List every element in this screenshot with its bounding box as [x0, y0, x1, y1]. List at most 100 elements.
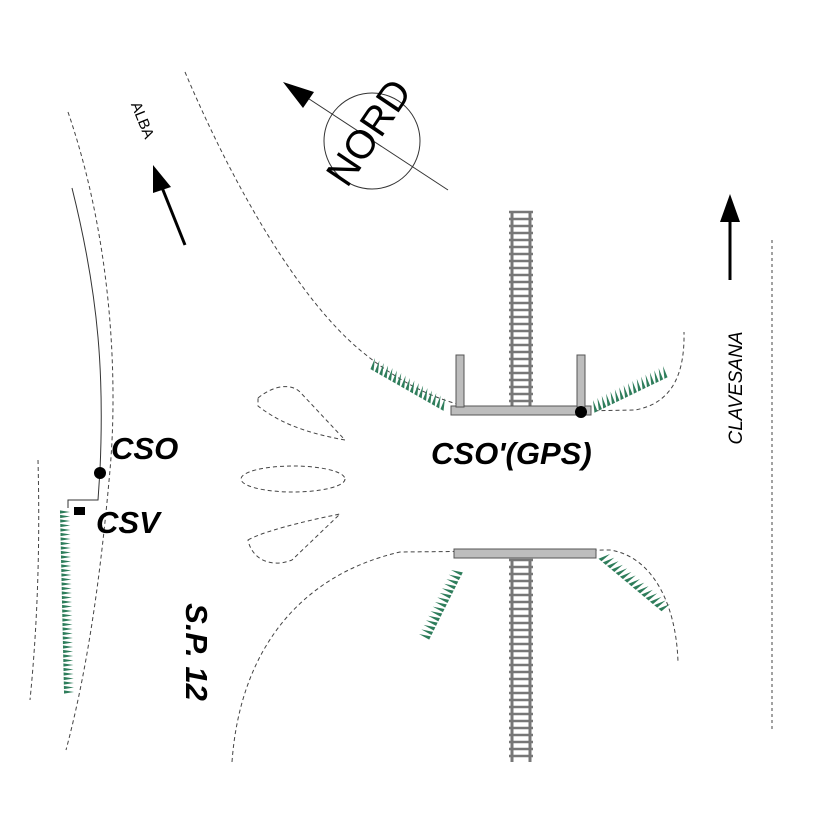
embankment-tick	[61, 591, 72, 595]
embankment-tick	[61, 600, 72, 604]
embankment-tick	[409, 380, 415, 394]
embankment-tick	[437, 597, 450, 604]
embankment-tick	[61, 577, 72, 582]
embankment-tick	[431, 393, 437, 406]
embankment-tick	[392, 370, 397, 384]
embankment-tick	[446, 579, 459, 585]
embankment-tick	[63, 663, 74, 667]
embankment-tick	[63, 667, 74, 672]
embankment-tick	[62, 640, 73, 645]
embankment-tick	[63, 654, 74, 658]
embankment-tick	[60, 523, 71, 528]
embankment-tick	[658, 604, 670, 612]
embankment-tick	[396, 373, 402, 386]
embankment-tick	[61, 586, 72, 591]
embankment-tick	[607, 561, 619, 569]
railway-track-south	[509, 558, 533, 762]
embankment-tick	[628, 579, 640, 587]
left-outer-edge	[65, 111, 114, 751]
csv-label: CSV	[96, 505, 162, 540]
embankment-tick	[649, 596, 662, 605]
embankment-tick	[448, 574, 461, 581]
embankment-tick	[61, 564, 72, 568]
embankment-tick	[62, 627, 73, 631]
cso-gps-label: CSO'(GPS)	[431, 436, 592, 471]
embankment-tick	[387, 368, 393, 381]
embankment-tick	[632, 582, 645, 590]
embankment-tick	[370, 358, 375, 371]
embankment-tick	[63, 681, 74, 685]
bridge-wing-left	[455, 354, 465, 408]
embankment-tick	[422, 388, 428, 401]
embankment-tick	[62, 631, 73, 636]
embankment-tick	[61, 568, 72, 573]
embankment-tick	[60, 532, 71, 537]
embankment-tick	[61, 573, 72, 577]
embankment-tick	[632, 380, 637, 394]
embankment-tick	[62, 609, 73, 613]
embankment-tick	[611, 564, 623, 572]
embankment-tick	[63, 685, 74, 690]
embankment-tick	[440, 398, 445, 411]
compass-circle-icon: NORD	[283, 72, 449, 194]
embankment-tick	[418, 385, 424, 399]
embankment-tick	[61, 559, 72, 564]
embankment-tick	[425, 620, 438, 626]
embankment-tick	[614, 389, 620, 403]
embankment-tick	[602, 557, 615, 565]
embankment-tick	[419, 634, 431, 640]
embankment-tick	[641, 376, 646, 390]
clavesana-arrow-icon	[720, 194, 740, 280]
railway-track-north	[509, 210, 533, 406]
embankment-tick	[654, 370, 659, 383]
embankment-tick	[59, 510, 70, 514]
embankment-tick	[60, 541, 71, 546]
traffic-islands	[240, 386, 347, 564]
embankment-tick	[374, 360, 380, 374]
embankment-hatching	[59, 358, 670, 694]
embankment-tick	[636, 378, 642, 392]
cso-gps-point-icon	[575, 406, 587, 418]
direction-arrow-icon	[153, 165, 187, 246]
embankment-tick	[62, 636, 73, 640]
embankment-tick	[441, 588, 454, 594]
embankment-tick	[62, 613, 73, 618]
embankment-tick	[645, 374, 651, 388]
clavesana-label: CLAVESANA	[726, 332, 747, 445]
embankment-tick	[432, 606, 445, 613]
embankment-tick	[423, 624, 436, 631]
embankment-tick	[606, 393, 611, 407]
cso-point-icon	[94, 467, 106, 479]
embankment-tick	[658, 368, 664, 381]
embankment-tick	[439, 592, 452, 599]
embankment-tick	[379, 363, 384, 376]
embankment-tick	[60, 514, 71, 519]
embankment-tick	[649, 372, 655, 386]
bridge-wing-right	[576, 354, 586, 408]
embankment-tick	[405, 378, 410, 391]
embankment-tick	[619, 387, 624, 400]
embankment-tick	[60, 528, 71, 532]
alba-label: ALBA	[127, 99, 157, 141]
embankment-tick	[60, 555, 71, 559]
embankment-tick	[637, 586, 649, 594]
embankment-tick	[427, 390, 432, 404]
left-far-edge	[29, 459, 40, 701]
embankment-tick	[383, 365, 389, 379]
embankment-tick	[593, 400, 598, 413]
embankment-tick	[623, 385, 629, 398]
north-arrow-head-icon	[283, 82, 314, 108]
embankment-tick	[61, 595, 72, 600]
embankment-tick	[61, 582, 72, 586]
embankment-tick	[401, 375, 406, 389]
road-edges	[29, 71, 685, 763]
upper-bridge	[450, 354, 592, 416]
embankment-tick	[598, 554, 610, 562]
embankment-tick	[63, 672, 74, 676]
embankment-tick	[615, 568, 628, 576]
bridge-deck-upper	[450, 405, 592, 416]
embankment-tick	[60, 537, 71, 541]
embankment-tick	[645, 593, 658, 601]
embankment-tick	[641, 589, 653, 597]
embankment-tick	[414, 383, 419, 396]
